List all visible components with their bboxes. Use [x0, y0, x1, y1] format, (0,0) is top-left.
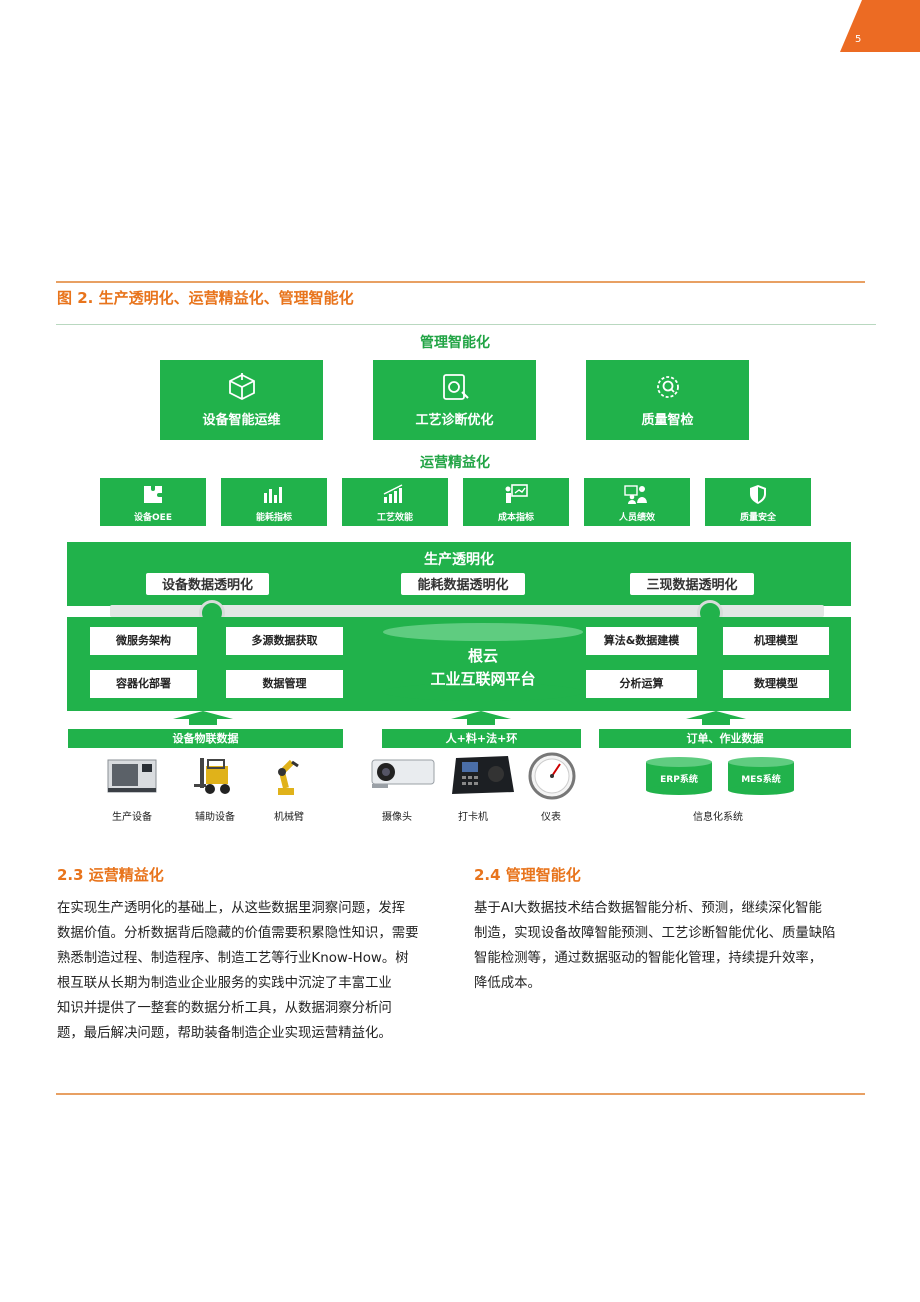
platform-box-containers: 容器化部署 [90, 670, 197, 698]
ops-box-label: 成本指标 [497, 513, 534, 523]
mgmt-box-label: 设备智能运维 [202, 413, 281, 428]
platform-box-analytics: 分析运算 [586, 670, 697, 698]
presentation-icon [463, 483, 569, 505]
source-order-data: 订单、作业数据 [599, 729, 851, 748]
pill-equipment-data: 设备数据透明化 [144, 571, 271, 597]
source-iot-data: 设备物联数据 [68, 729, 343, 748]
platform-box-algorithms: 算法&数据建模 [586, 627, 697, 655]
bar-chart-icon [221, 483, 327, 505]
ops-box-cost: 成本指标 [463, 478, 569, 526]
device-label: 生产设备 [112, 812, 152, 823]
robot-arm-icon [278, 759, 299, 795]
device-label: 辅助设备 [195, 812, 235, 823]
ops-box-label: 人员绩效 [618, 513, 655, 523]
mgmt-box-quality: 质量智检 [586, 360, 749, 440]
people-icon [584, 483, 690, 505]
text-line: 制造，实现设备故障智能预测、工艺诊断智能优化、质量缺陷 [474, 926, 836, 941]
platform-name: 根云 [467, 647, 498, 665]
section-body-mgmt: 基于AI大数据技术结合数据智能分析、预测，继续深化智能 制造，实现设备故障智能预… [474, 896, 866, 996]
quality-inspection-icon [586, 372, 749, 402]
up-arrow-icon [451, 711, 511, 725]
info-systems-label: 信息化系统 [693, 812, 743, 823]
device-label: 仪表 [541, 812, 561, 823]
section-heading-ops: 2.3 运营精益化 [57, 866, 164, 884]
mgmt-box-label: 质量智检 [641, 413, 694, 428]
device-label: 打卡机 [458, 812, 488, 823]
ops-box-label: 设备OEE [134, 513, 172, 523]
erp-database-icon [646, 757, 712, 795]
page-number: 5 [855, 34, 862, 45]
puzzle-icon [100, 483, 206, 505]
text-line: 降低成本。 [474, 976, 541, 991]
platform-box-mechanism-model: 机理模型 [723, 627, 829, 655]
connector-bar [110, 605, 824, 617]
ops-box-label: 能耗指标 [255, 513, 292, 523]
ops-box-quality-safety: 质量安全 [705, 478, 811, 526]
figure-divider [56, 324, 876, 325]
text-line: 题，最后解决问题，帮助装备制造企业实现运营精益化。 [57, 1026, 392, 1041]
cnc-machine-icon [107, 759, 157, 793]
up-arrow-icon [173, 711, 233, 725]
text-line: 数据价值。分析数据背后隐藏的价值需要积累隐性知识，需要 [57, 926, 419, 941]
mgmt-box-label: 工艺诊断优化 [415, 413, 494, 428]
mgmt-box-equipment: 设备智能运维 [160, 360, 323, 440]
mgmt-label: 管理智能化 [420, 335, 490, 351]
forklift-icon [194, 758, 230, 794]
mes-database-icon [728, 757, 794, 795]
ops-box-process-efficiency: 工艺效能 [342, 478, 448, 526]
text-line: 智能检测等，通过数据驱动的智能化管理，持续提升效率， [474, 951, 823, 966]
section-body-ops: 在实现生产透明化的基础上，从这些数据里洞察问题，发挥 数据价值。分析数据背后隐藏… [57, 896, 449, 1046]
ops-box-oee: 设备OEE [100, 478, 206, 526]
process-diagnosis-icon [373, 372, 536, 402]
figure-title: 图 2. 生产透明化、运营精益化、管理智能化 [57, 289, 354, 307]
page-corner-tab [840, 0, 920, 52]
mgmt-box-process: 工艺诊断优化 [373, 360, 536, 440]
platform-box-math-model: 数理模型 [723, 670, 829, 698]
section-heading-mgmt: 2.4 管理智能化 [474, 866, 581, 884]
camera-icon [371, 759, 435, 788]
text-line: 基于AI大数据技术结合数据智能分析、预测，继续深化智能 [474, 901, 822, 916]
device-label: 摄像头 [382, 812, 412, 823]
device-label: 机械臂 [274, 812, 304, 823]
equipment-maintenance-icon [160, 372, 323, 402]
gauge-icon [528, 752, 576, 800]
text-line: 根互联从长期为制造业企业服务的实践中沉淀了丰富工业 [57, 976, 392, 991]
top-divider [56, 281, 865, 283]
ops-box-label: 工艺效能 [376, 513, 413, 523]
growth-chart-icon [342, 483, 448, 505]
platform-subtitle: 工业互联网平台 [430, 670, 536, 688]
platform-box-data-mgmt: 数据管理 [226, 670, 343, 698]
bottom-divider [56, 1093, 865, 1095]
mes-label: MES系统 [741, 775, 781, 785]
shield-icon [705, 483, 811, 505]
ops-box-staff: 人员绩效 [584, 478, 690, 526]
pill-energy-data: 能耗数据透明化 [399, 571, 527, 597]
transparency-label: 生产透明化 [424, 552, 494, 568]
pill-three-actual-data: 三现数据透明化 [628, 571, 756, 597]
platform-box-multisource: 多源数据获取 [226, 627, 343, 655]
time-clock-icon [452, 756, 514, 794]
up-arrow-icon [686, 711, 746, 725]
source-people-material: 人+料+法+环 [382, 729, 581, 748]
platform-box-microservices: 微服务架构 [90, 627, 197, 655]
ops-box-energy: 能耗指标 [221, 478, 327, 526]
text-line: 在实现生产透明化的基础上，从这些数据里洞察问题，发挥 [57, 901, 406, 916]
platform-cylinder: 根云 工业互联网平台 [383, 623, 583, 701]
text-line: 熟悉制造过程、制造程序、制造工艺等行业Know-How。树 [57, 951, 409, 966]
ops-label: 运营精益化 [420, 455, 490, 471]
ops-box-label: 质量安全 [739, 513, 776, 523]
text-line: 知识并提供了一整套的数据分析工具，从数据洞察分析问 [57, 1001, 392, 1016]
erp-label: ERP系统 [660, 775, 698, 785]
